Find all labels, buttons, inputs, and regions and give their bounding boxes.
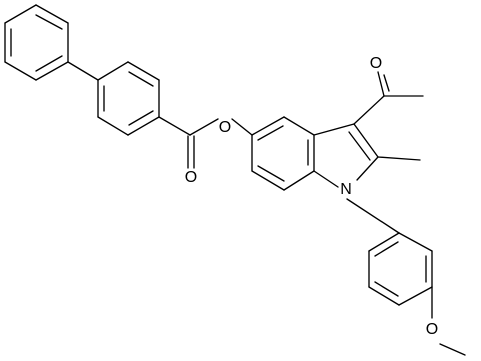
bond (283, 170, 315, 191)
bond (97, 61, 129, 81)
bond (368, 232, 400, 252)
bond (356, 156, 379, 181)
bond (128, 110, 154, 126)
bond (35, 14, 63, 30)
bond (377, 71, 385, 97)
bond (313, 123, 355, 136)
bond (398, 286, 433, 306)
bond (158, 116, 191, 136)
bond (231, 118, 253, 136)
bond (251, 116, 285, 136)
bond (374, 241, 399, 257)
bond (128, 71, 154, 87)
bond (4, 4, 37, 24)
bond (257, 125, 284, 141)
bond (251, 170, 285, 191)
bond (374, 281, 399, 297)
bond (348, 131, 371, 161)
bond (67, 61, 99, 81)
bond (368, 286, 400, 306)
bond (439, 343, 466, 356)
bond (377, 156, 421, 161)
bond (353, 95, 385, 125)
bond (35, 55, 63, 72)
bond (283, 116, 315, 136)
bond (4, 61, 37, 81)
bond (127, 61, 160, 81)
indole-nitrogen-label: N (340, 181, 352, 198)
bond (346, 198, 400, 234)
atom-labels: O O O N O (185, 55, 438, 338)
methoxy-oxygen-label: O (426, 321, 438, 338)
bond (35, 4, 69, 24)
bonds (4, 4, 466, 356)
bond (35, 61, 69, 81)
bond (189, 118, 219, 136)
carbonyl-oxygen-label: O (185, 169, 197, 186)
ester-oxygen-label: O (219, 119, 231, 136)
bond (353, 123, 379, 158)
bond (97, 116, 129, 136)
bond (313, 170, 339, 188)
acetyl-oxygen-label: O (370, 55, 382, 72)
bond (127, 116, 160, 136)
bond (383, 74, 390, 92)
bond (257, 165, 285, 182)
bond (398, 232, 433, 252)
